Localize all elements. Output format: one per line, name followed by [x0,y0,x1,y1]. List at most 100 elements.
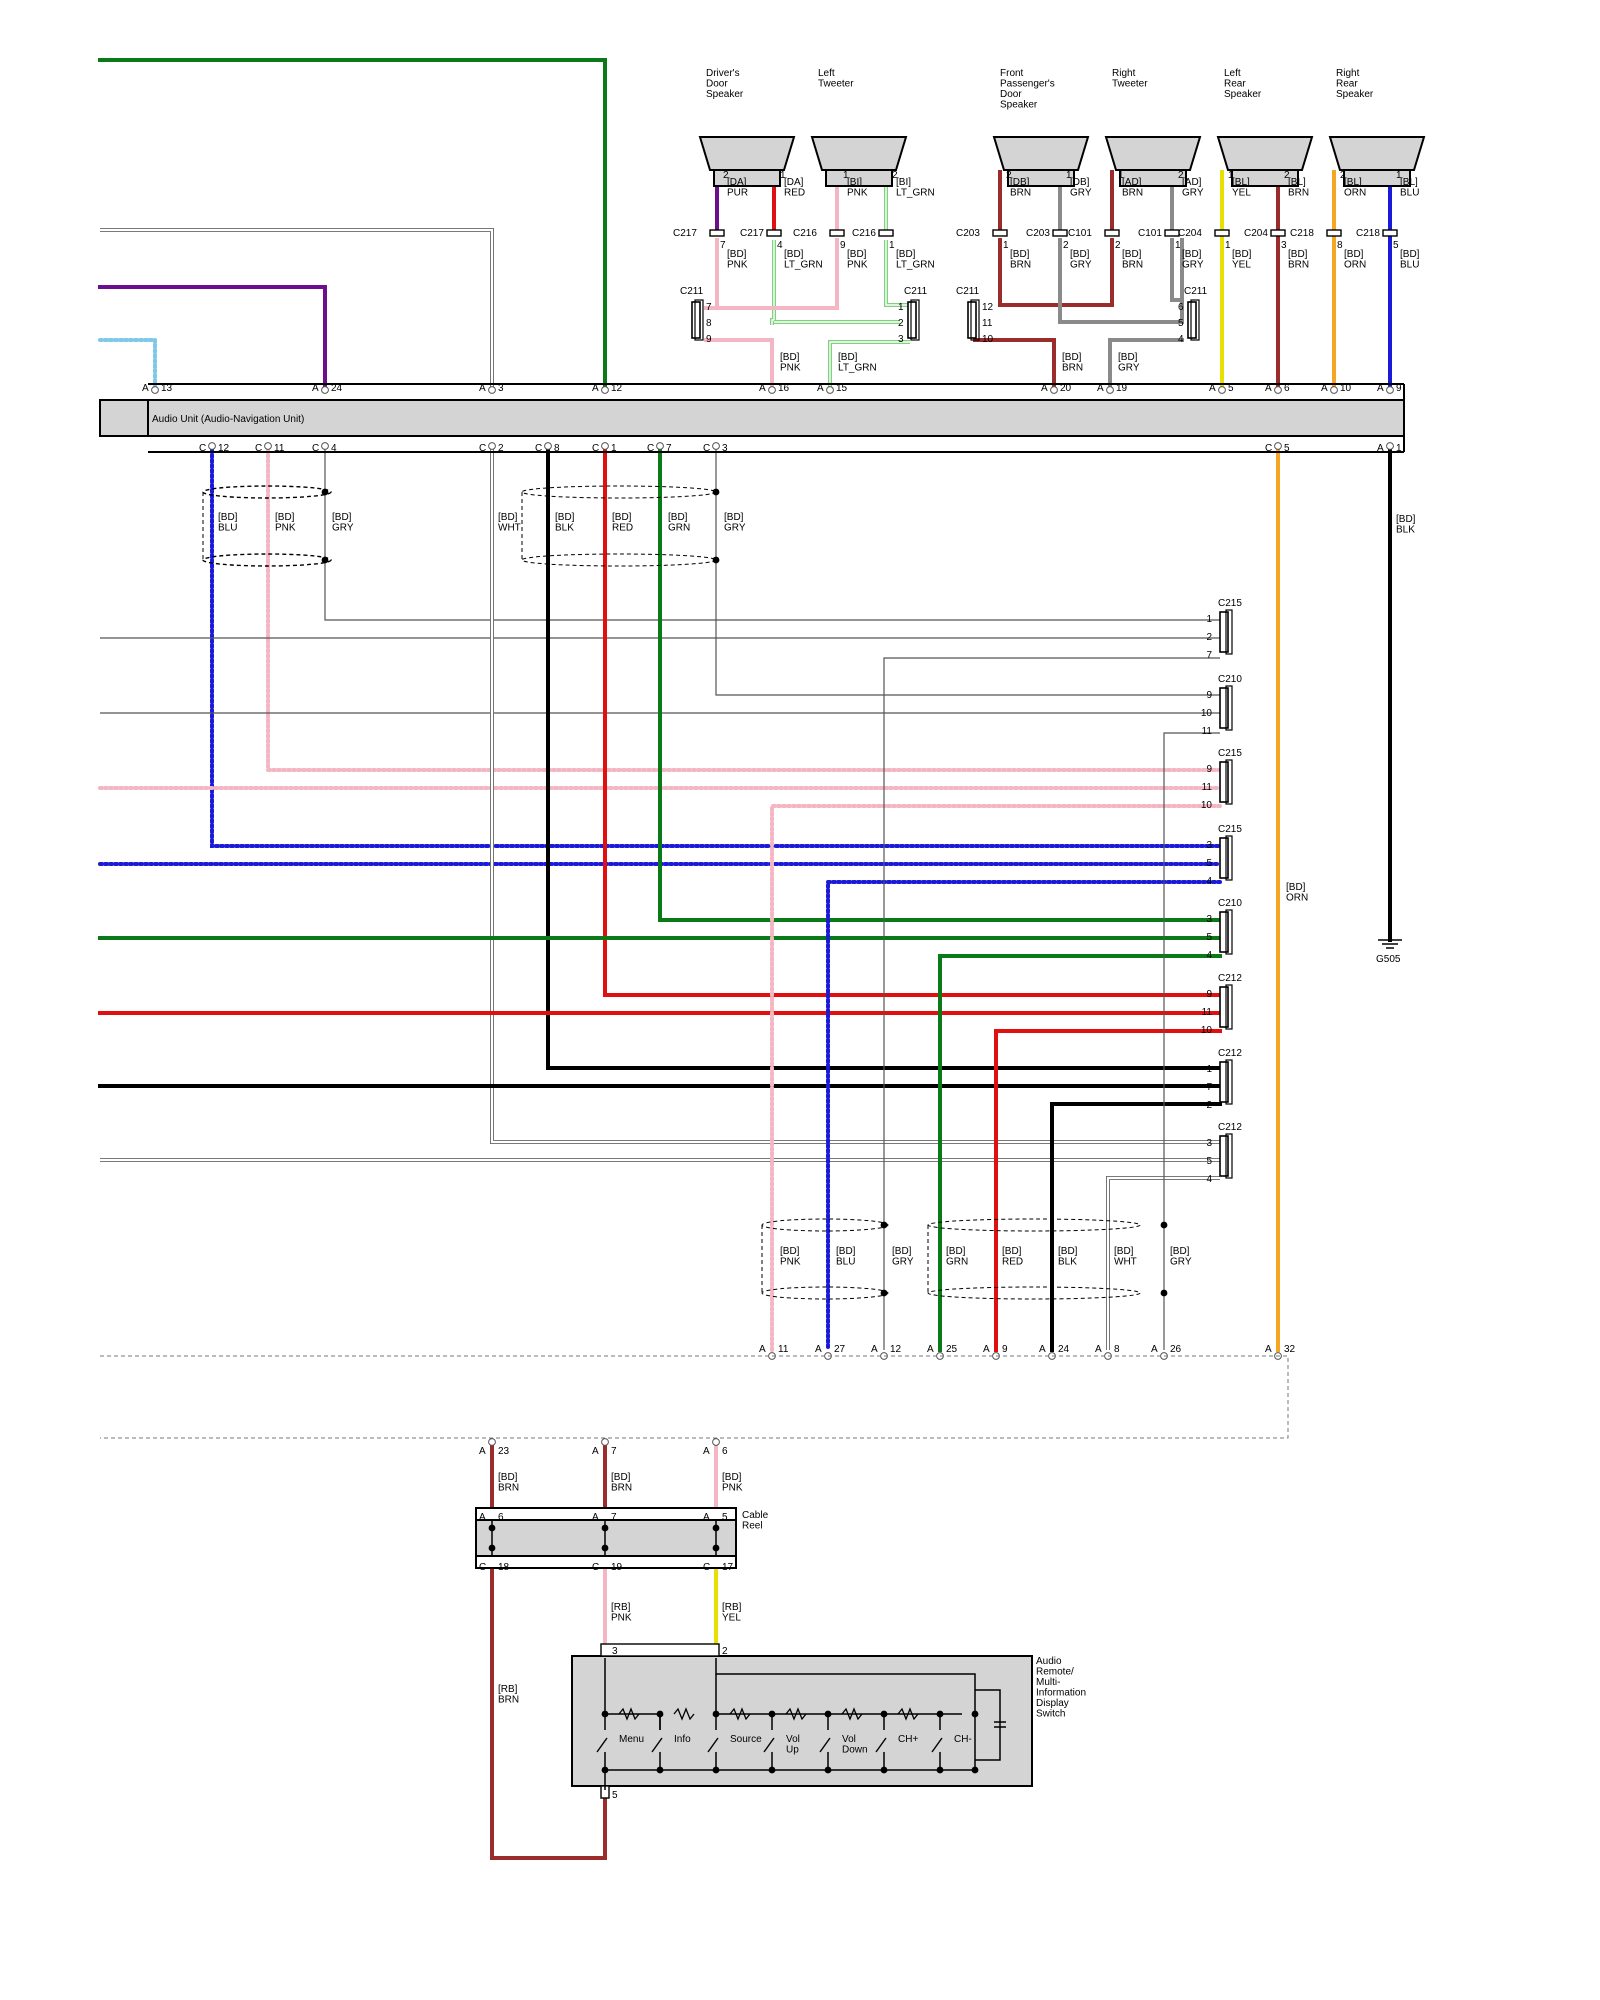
speaker-icon [698,136,796,171]
inline-pin: 9 [840,240,846,251]
mid-wire-label: GRY [1118,363,1140,374]
speaker-wire-label: [DA] [784,177,804,188]
speaker-body [1007,169,1075,187]
splice [936,1766,944,1774]
inline-pin: 4 [777,240,783,251]
connector-letter: A [1377,383,1384,394]
bd-wire-label: PNK [847,260,868,271]
right-connector-name: C212 [1218,1048,1242,1059]
shield-wire-label: [BD] [892,1246,912,1257]
splice [712,556,720,564]
right-connector-name: C210 [1218,898,1242,909]
splice [824,1766,832,1774]
orn-wire-label: [BD] [1286,882,1306,893]
right-connector-name: C212 [1218,1122,1242,1133]
shield-wire-label: [BD] [724,512,744,523]
splice [712,488,720,496]
right-connector-pin: 9 [1206,690,1212,701]
shield-drain-core [100,228,494,390]
speaker-wire-label: [DB] [1010,177,1030,188]
c211-frame [1190,299,1200,341]
inline-pin: 7 [720,240,726,251]
resistor [729,1707,751,1721]
shield-wire-label: WHT [498,523,521,534]
switch-contact [707,1737,719,1753]
pin-number: 6 [1284,383,1290,394]
terminal [1274,442,1282,450]
switch-pin: 5 [612,1790,618,1801]
right-connector-pin: 1 [1206,614,1212,625]
speaker-pin: 2 [723,170,729,181]
terminal [488,1438,496,1446]
connector-letter: A [871,1344,878,1355]
bd-wire-label: LT_GRN [784,260,823,271]
switch-name: Multi- [1036,1677,1060,1688]
terminal [488,442,496,450]
connector-letter: C [592,1562,599,1573]
speaker-name: Rear [1336,79,1358,90]
speaker-pin: 1 [1066,170,1072,181]
speaker-pin: 2 [1178,170,1184,181]
shield-wire-label: GRY [332,523,354,534]
speaker-body [825,169,893,187]
switch-box [571,1655,1033,1787]
shield-wire-label: [BD] [612,512,632,523]
wire-stripe [885,240,910,306]
terminal [1218,386,1226,394]
wire-grn [98,58,607,392]
inline-connector-name: C218 [1356,228,1380,239]
shield-wire-label: [BD] [218,512,238,523]
inline-connector-name: C101 [1068,228,1092,239]
speaker-wire-label: BRN [1288,188,1309,199]
resistor [785,1707,807,1721]
terminal [321,386,329,394]
speaker-name: Speaker [1000,100,1038,111]
pin-number: 32 [1284,1344,1296,1355]
pin-number: 7 [666,443,672,454]
inline-connector-name: C218 [1290,228,1314,239]
inline-pin: 2 [1115,240,1121,251]
right-connector-frame [1225,984,1233,1030]
speaker-name: Speaker [1224,89,1262,100]
bd-wire-label: [BD] [1122,249,1142,260]
speaker-wire-label: PNK [847,188,868,199]
wire-layer [98,58,1392,1860]
pin-number: 11 [274,443,285,454]
inline-connector [829,229,845,237]
wire-pnk [770,804,1222,1352]
bd-wire-label: [BD] [1344,249,1364,260]
bd-wire-label: BRN [1010,260,1031,271]
shield-drain-core [490,445,1220,1144]
speaker-name: Tweeter [1112,79,1148,90]
c211-frame [910,299,920,341]
speaker-wire-label: GRY [1182,188,1204,199]
cable-reel-bottom [475,1555,737,1569]
splice [768,1766,776,1774]
right-connector-name: C210 [1218,674,1242,685]
connector-letter: C [647,443,654,454]
connector-letter: A [1209,383,1216,394]
splice [488,1544,496,1552]
shield-wire-label: PNK [780,1257,801,1268]
connector-letter: A [592,383,599,394]
splice [880,1766,888,1774]
inline-connector [1270,229,1286,237]
connector-letter: A [1097,383,1104,394]
shield-bottom [927,1286,1141,1300]
label-layer: Driver'sDoorSpeakerLeftTweeterFrontPasse… [100,68,1420,1801]
inline-pin: 3 [1281,240,1287,251]
right-connector-body [1219,986,1229,1028]
boundary-box [100,1355,1289,1439]
speaker-name: Left [1224,68,1241,79]
switch-pin: 2 [722,1646,728,1657]
inline-pin: 1 [1175,240,1181,251]
speaker-name: Right [1112,68,1136,79]
shield-wire-label: GRN [668,523,690,534]
wire-blu [826,880,1222,1352]
pin-number: 24 [331,383,343,394]
right-connector-body [1219,1135,1229,1177]
switch-button-label: CH- [954,1734,972,1745]
connector-letter: C [535,443,542,454]
connector-letter: A [592,1446,599,1457]
bd-wire-label: BRN [1122,260,1143,271]
